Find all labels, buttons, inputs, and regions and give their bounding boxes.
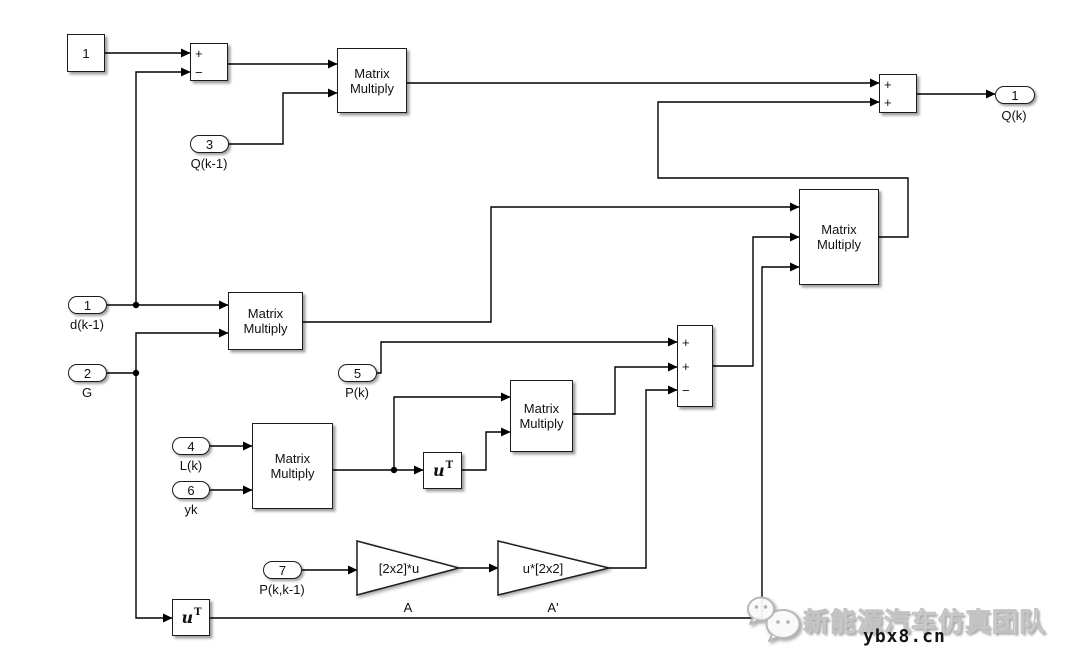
watermark-brand-text: 新能源汽车仿真团队 xyxy=(803,607,1047,638)
wire-g-to-matmul2[interactable] xyxy=(107,328,229,374)
wire-matmul4-to-sum3-plus2[interactable] xyxy=(573,362,678,415)
inport-6[interactable]: 6 xyxy=(172,481,210,499)
matrix-multiply-label: Matrix Multiply xyxy=(243,306,288,336)
inport-6-label: yk xyxy=(184,502,198,517)
wire-gainAprime-to-sum3-minus[interactable] xyxy=(609,385,678,569)
sum-sign-plus: + xyxy=(195,46,203,61)
gain-a-block[interactable] xyxy=(356,540,462,596)
gain-a-prime-text: u*[2x2] xyxy=(522,561,564,576)
gain-a-text: [2x2]*u xyxy=(378,561,420,576)
inport-2[interactable]: 2 xyxy=(68,364,107,382)
sum-sign-plus: + xyxy=(884,77,892,92)
matrix-multiply-block-3[interactable]: Matrix Multiply xyxy=(252,423,333,509)
wire-matmul2-to-bigmatmul[interactable] xyxy=(303,202,800,323)
matrix-multiply-label: Matrix Multiply xyxy=(270,451,315,481)
sum-block-top-right[interactable]: + + xyxy=(879,74,917,113)
inport-7[interactable]: 7 xyxy=(263,561,302,579)
wire-dk1-branch-to-sum1-minus[interactable] xyxy=(135,67,191,305)
inport-4-label: L(k) xyxy=(179,458,203,473)
junction-dot xyxy=(390,466,398,474)
constant-value: 1 xyxy=(82,45,90,61)
junction-dot xyxy=(132,301,140,309)
inport-4[interactable]: 4 xyxy=(172,437,210,455)
watermark: 新能源汽车仿真团队 ybx8.cn xyxy=(745,592,1071,666)
sum-block-middle[interactable]: + + − xyxy=(677,325,713,407)
wire-pk-to-sum3-plus1[interactable] xyxy=(377,337,678,374)
inport-1-label: d(k-1) xyxy=(70,317,104,332)
matrix-multiply-block-1[interactable]: Matrix Multiply xyxy=(337,48,407,113)
wire-transpose1-to-matmul4[interactable] xyxy=(462,427,511,471)
matrix-multiply-label: Matrix Multiply xyxy=(816,222,862,252)
matrix-multiply-block-2[interactable]: Matrix Multiply xyxy=(228,292,303,350)
wechat-icon xyxy=(747,596,801,642)
matrix-multiply-label: Matrix Multiply xyxy=(349,65,395,96)
gain-a-prime-name-label: A' xyxy=(547,600,559,615)
wire-g-branch-to-transpose2[interactable] xyxy=(135,373,173,623)
matrix-multiply-block-4[interactable]: Matrix Multiply xyxy=(799,189,879,285)
junction-dot xyxy=(132,369,140,377)
sum-block-top-left[interactable]: + − xyxy=(190,43,228,81)
matrix-multiply-label: Matrix Multiply xyxy=(519,401,564,431)
outport-1[interactable]: 1 xyxy=(995,86,1035,104)
inport-7-label: P(k,k-1) xyxy=(259,582,305,597)
gain-a-prime-block[interactable] xyxy=(497,540,610,596)
sum-sign-minus: − xyxy=(195,65,203,80)
outport-1-label: Q(k) xyxy=(1001,108,1027,123)
inport-5[interactable]: 5 xyxy=(338,364,377,382)
inport-1[interactable]: 1 xyxy=(68,296,107,314)
watermark-site-text: ybx8.cn xyxy=(863,626,946,647)
inport-5-label: P(k) xyxy=(345,385,369,400)
wire-matmul3-branch-to-matmul4[interactable] xyxy=(393,392,511,470)
sum-sign-plus: + xyxy=(884,95,892,110)
sum-sign-plus: + xyxy=(682,359,690,374)
inport-2-label: G xyxy=(81,385,93,400)
wire-qk1-to-matmul1[interactable] xyxy=(228,88,338,145)
wire-bigmatmul-to-sum2[interactable] xyxy=(657,97,909,238)
constant-block[interactable]: 1 xyxy=(67,34,105,72)
sum-sign-minus: − xyxy=(682,383,690,398)
wire-transpose2-to-bigmatmul[interactable] xyxy=(210,262,800,619)
inport-3[interactable]: 3 xyxy=(190,135,229,153)
matrix-multiply-block-5[interactable]: Matrix Multiply xyxy=(510,380,573,452)
inport-3-label: Q(k-1) xyxy=(190,156,228,171)
gain-a-name-label: A xyxy=(403,600,413,615)
sum-sign-plus: + xyxy=(682,335,690,350)
wire-sum3-to-bigmatmul[interactable] xyxy=(713,232,800,367)
